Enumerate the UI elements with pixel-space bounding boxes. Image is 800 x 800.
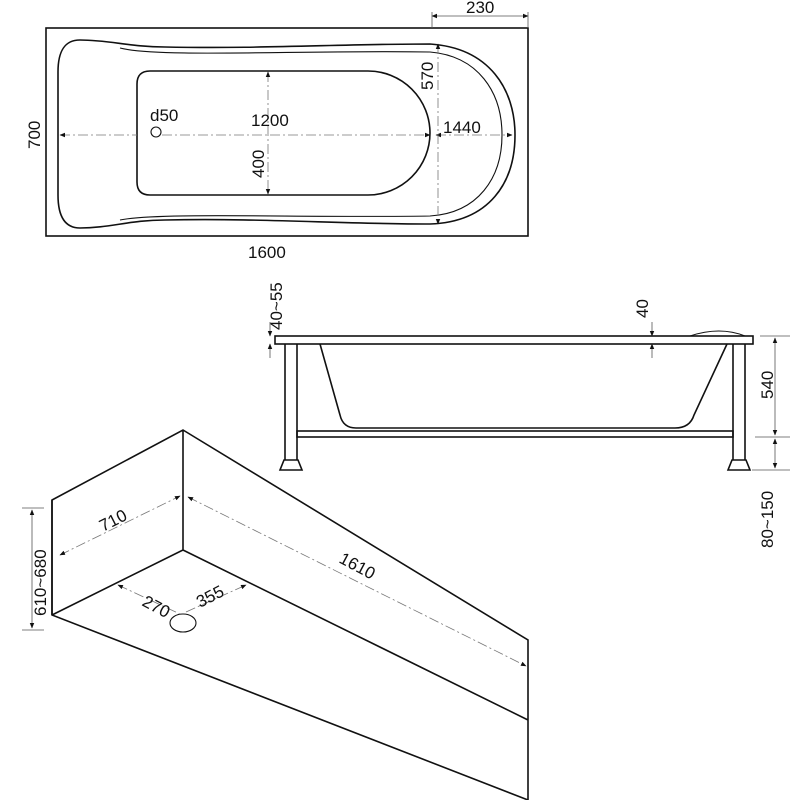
iso-view-drain-offset-2-label: 355 <box>193 582 227 612</box>
side-view-rim-thickness-label: 40~55 <box>267 282 286 330</box>
top-view-inner-length-label: 1200 <box>251 111 289 130</box>
iso-view-drain-offset-1-label: 270 <box>139 592 173 622</box>
side-view-tub-body <box>319 343 728 429</box>
top-view-570-label: 570 <box>418 62 437 90</box>
side-view-crossbar <box>296 430 734 438</box>
iso-view-width-label: 710 <box>96 506 130 536</box>
top-view-tub-rim <box>57 39 516 229</box>
side-view-leg-left <box>284 344 298 460</box>
iso-view-length-label: 1610 <box>336 549 378 584</box>
top-view-1600-label: 1600 <box>248 243 286 262</box>
top-view-basin <box>136 70 431 196</box>
side-view-headrest <box>689 330 746 337</box>
iso-view: 710 1610 610~680 270 355 <box>22 429 529 800</box>
side-view-foot-right <box>726 459 752 471</box>
top-view-230-label: 230 <box>466 0 494 17</box>
top-view-drain-label: d50 <box>150 106 178 125</box>
side-view: 40~55 40 540 80~150 <box>267 282 790 548</box>
top-view-outer-frame <box>45 27 529 237</box>
iso-view-height-label: 610~680 <box>31 549 50 616</box>
side-view-540-label: 540 <box>758 371 777 399</box>
side-view-top-40-label: 40 <box>633 299 652 318</box>
iso-view-drain-hole <box>169 613 197 633</box>
top-view: d50 1200 400 1440 570 230 700 1600 <box>25 0 529 262</box>
side-view-rim <box>274 335 754 345</box>
top-view-700-label: 700 <box>25 121 44 149</box>
side-view-leg-range-label: 80~150 <box>758 491 777 548</box>
iso-view-box <box>51 429 529 800</box>
side-view-foot-left <box>278 459 304 471</box>
top-view-drain <box>150 126 162 138</box>
top-view-inner-width-label: 400 <box>249 150 268 178</box>
top-view-1440-label: 1440 <box>443 118 481 137</box>
side-view-leg-right <box>732 344 746 460</box>
